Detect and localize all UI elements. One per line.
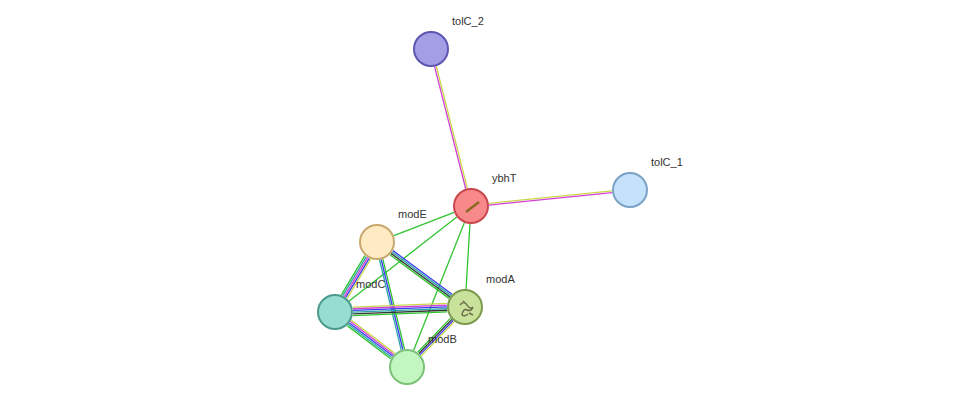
interaction-edge bbox=[435, 66, 468, 189]
protein-label: ybhT bbox=[492, 172, 516, 185]
interaction-edge bbox=[353, 303, 447, 315]
evidence-stripe bbox=[383, 259, 405, 349]
evidence-stripe bbox=[349, 323, 392, 356]
protein-label: modB bbox=[428, 333, 457, 346]
protein-node: modA bbox=[447, 289, 483, 325]
protein-label: tolC_2 bbox=[452, 15, 484, 28]
protein-label: modC bbox=[356, 278, 385, 291]
structure-icon bbox=[449, 291, 485, 327]
protein-label: tolC_1 bbox=[651, 156, 683, 169]
protein-node: tolC_1 bbox=[612, 172, 648, 208]
evidence-stripe bbox=[392, 252, 451, 296]
interaction-edge bbox=[489, 191, 612, 205]
evidence-stripe bbox=[344, 257, 367, 296]
evidence-stripe bbox=[466, 224, 470, 289]
protein-label: modE bbox=[398, 208, 427, 221]
evidence-stripe bbox=[351, 320, 394, 353]
evidence-stripe bbox=[353, 312, 447, 316]
protein-node: tolC_2 bbox=[413, 31, 449, 67]
evidence-stripe bbox=[381, 260, 403, 350]
structure-icon bbox=[455, 190, 491, 226]
interaction-edge bbox=[347, 320, 395, 359]
fold-mark bbox=[460, 301, 473, 316]
evidence-stripe bbox=[393, 251, 452, 295]
evidence-stripe bbox=[435, 67, 466, 189]
interaction-edge bbox=[341, 256, 370, 299]
protein-node: modC bbox=[317, 294, 353, 330]
helix-mark bbox=[466, 202, 479, 212]
evidence-stripe bbox=[436, 66, 467, 188]
protein-node: modE bbox=[359, 224, 395, 260]
protein-node: ybhT bbox=[453, 188, 489, 224]
evidence-stripe bbox=[489, 191, 612, 203]
evidence-stripe bbox=[348, 324, 391, 357]
interaction-edge bbox=[380, 259, 405, 350]
protein-node: modB bbox=[389, 349, 425, 385]
evidence-stripe bbox=[346, 258, 369, 297]
interaction-edge bbox=[390, 251, 452, 299]
evidence-stripe bbox=[390, 255, 449, 299]
evidence-stripe bbox=[350, 322, 393, 355]
protein-label: modA bbox=[486, 273, 515, 286]
evidence-stripe bbox=[489, 193, 612, 205]
evidence-stripe bbox=[347, 326, 390, 359]
evidence-stripe bbox=[391, 253, 450, 297]
interaction-edge bbox=[466, 224, 470, 289]
